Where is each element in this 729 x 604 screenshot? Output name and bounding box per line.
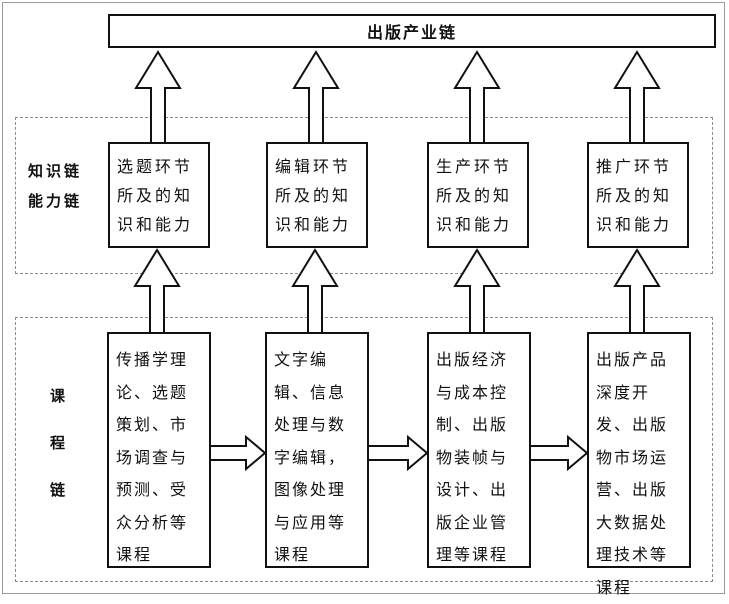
course-box-text: 文字编辑、信息处理与数字编辑，图像处理与应用等课程 bbox=[274, 350, 347, 564]
course-box-text: 出版经济与成本控制、出版物装帧与设计、出版企业管理等课程 bbox=[436, 350, 509, 564]
diagram-frame bbox=[2, 2, 725, 594]
knowledge-box-text: 生产环节所及的知识和能力 bbox=[436, 157, 513, 234]
knowledge-box-text: 选题环节所及的知识和能力 bbox=[117, 157, 194, 234]
knowledge-box-production: 生产环节所及的知识和能力 bbox=[427, 142, 529, 248]
up-arrow-icon bbox=[453, 50, 501, 142]
course-box-promotion: 出版产品深度开发、出版物市场运营、出版大数据处理技术等课程 bbox=[587, 332, 691, 597]
up-arrow-icon bbox=[291, 248, 339, 332]
course-region bbox=[15, 317, 713, 582]
course-box-editing: 文字编辑、信息处理与数字编辑，图像处理与应用等课程 bbox=[265, 332, 369, 568]
ability-chain-label: 能力链 bbox=[28, 192, 83, 210]
knowledge-ability-region bbox=[15, 117, 713, 274]
course-box-text: 传播学理论、选题策划、市场调查与预测、受众分析等课程 bbox=[116, 350, 189, 564]
course-chain-char-1: 课 bbox=[50, 387, 69, 405]
course-chain-char-3: 链 bbox=[50, 481, 69, 499]
up-arrow-icon bbox=[613, 248, 661, 332]
up-arrow-icon bbox=[133, 248, 181, 332]
course-box-production: 出版经济与成本控制、出版物装帧与设计、出版企业管理等课程 bbox=[427, 332, 531, 568]
up-arrow-icon bbox=[134, 50, 182, 142]
up-arrow-icon bbox=[292, 50, 340, 142]
course-box-topic-selection: 传播学理论、选题策划、市场调查与预测、受众分析等课程 bbox=[107, 332, 211, 568]
right-arrow-icon bbox=[369, 434, 429, 472]
knowledge-box-text: 推广环节所及的知识和能力 bbox=[596, 157, 673, 234]
right-arrow-icon bbox=[531, 434, 589, 472]
knowledge-box-promotion: 推广环节所及的知识和能力 bbox=[587, 142, 689, 248]
knowledge-box-editing: 编辑环节所及的知识和能力 bbox=[266, 142, 368, 248]
knowledge-chain-label: 知识链 bbox=[28, 162, 83, 180]
up-arrow-icon bbox=[453, 248, 501, 332]
knowledge-box-topic-selection: 选题环节所及的知识和能力 bbox=[108, 142, 210, 248]
right-arrow-icon bbox=[211, 434, 267, 472]
publishing-industry-chain-bar: 出版产业链 bbox=[108, 14, 716, 48]
up-arrow-icon bbox=[613, 50, 661, 142]
course-chain-char-2: 程 bbox=[50, 434, 69, 452]
course-box-text: 出版产品深度开发、出版物市场运营、出版大数据处理技术等课程 bbox=[596, 350, 669, 597]
knowledge-box-text: 编辑环节所及的知识和能力 bbox=[275, 157, 352, 234]
